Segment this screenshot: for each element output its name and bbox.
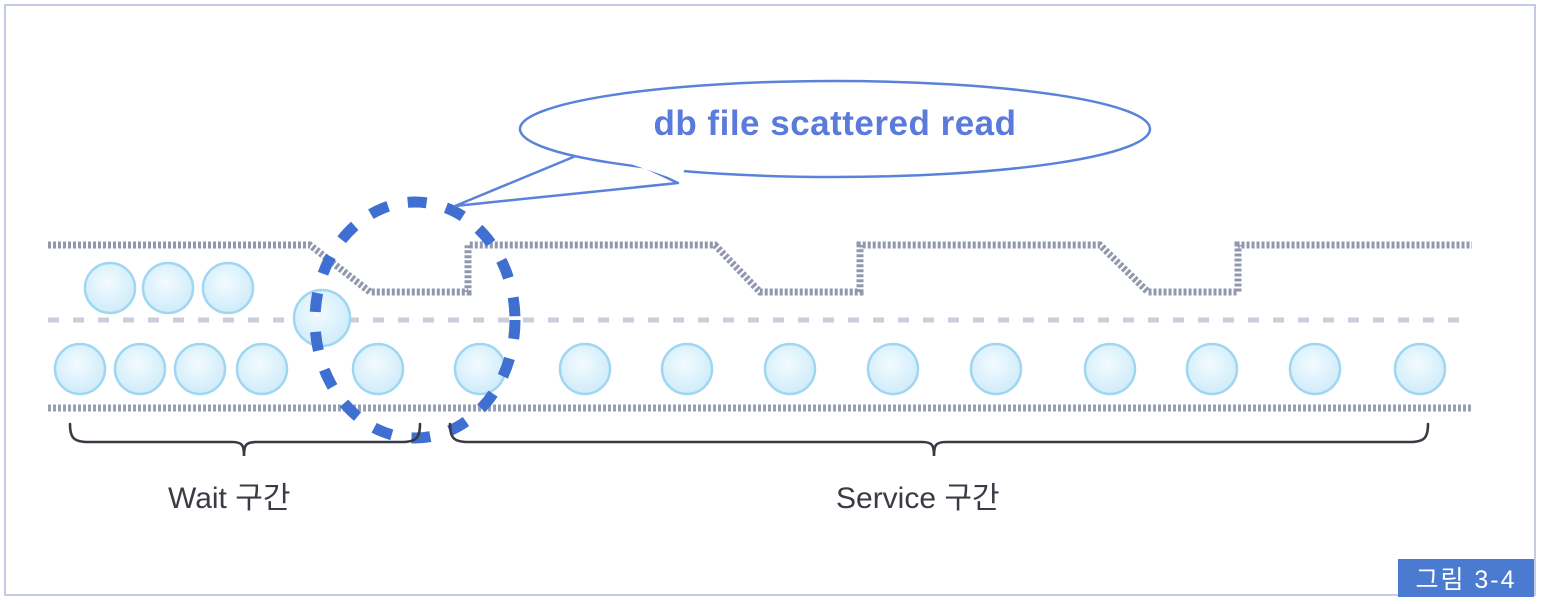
step-line-path <box>48 241 1472 296</box>
token-circle <box>1288 342 1342 396</box>
section-braces <box>68 422 1430 457</box>
timeline-rails <box>48 317 1472 412</box>
wait-section-label: Wait 구간 <box>168 482 291 515</box>
token-circle <box>1185 342 1239 396</box>
token-circle <box>113 342 167 396</box>
bubble-seam-mask <box>590 130 700 181</box>
callout-text: db file scattered read <box>653 104 1017 143</box>
token-circle <box>660 342 714 396</box>
token-row-bottom <box>53 342 1447 396</box>
service-section-label: Service 구간 <box>836 482 1000 515</box>
token-circle <box>558 342 612 396</box>
token-circle <box>763 342 817 396</box>
callout-bubble <box>453 79 1152 208</box>
token-circle <box>1083 342 1137 396</box>
token-circle <box>141 261 195 315</box>
wait-brace <box>68 422 422 457</box>
token-circle <box>1393 342 1447 396</box>
token-circle <box>866 342 920 396</box>
token-circle <box>351 342 405 396</box>
service-brace <box>448 422 1430 457</box>
token-circle <box>173 342 227 396</box>
figure-caption-badge: 그림 3-4 <box>1398 559 1534 597</box>
token-row-top <box>83 261 352 348</box>
token-circle <box>83 261 137 315</box>
token-circle <box>453 342 507 396</box>
cpu-step-waveform <box>48 241 1472 296</box>
token-circle <box>235 342 289 396</box>
token-circle <box>969 342 1023 396</box>
token-circle <box>201 261 255 315</box>
token-circle <box>53 342 107 396</box>
